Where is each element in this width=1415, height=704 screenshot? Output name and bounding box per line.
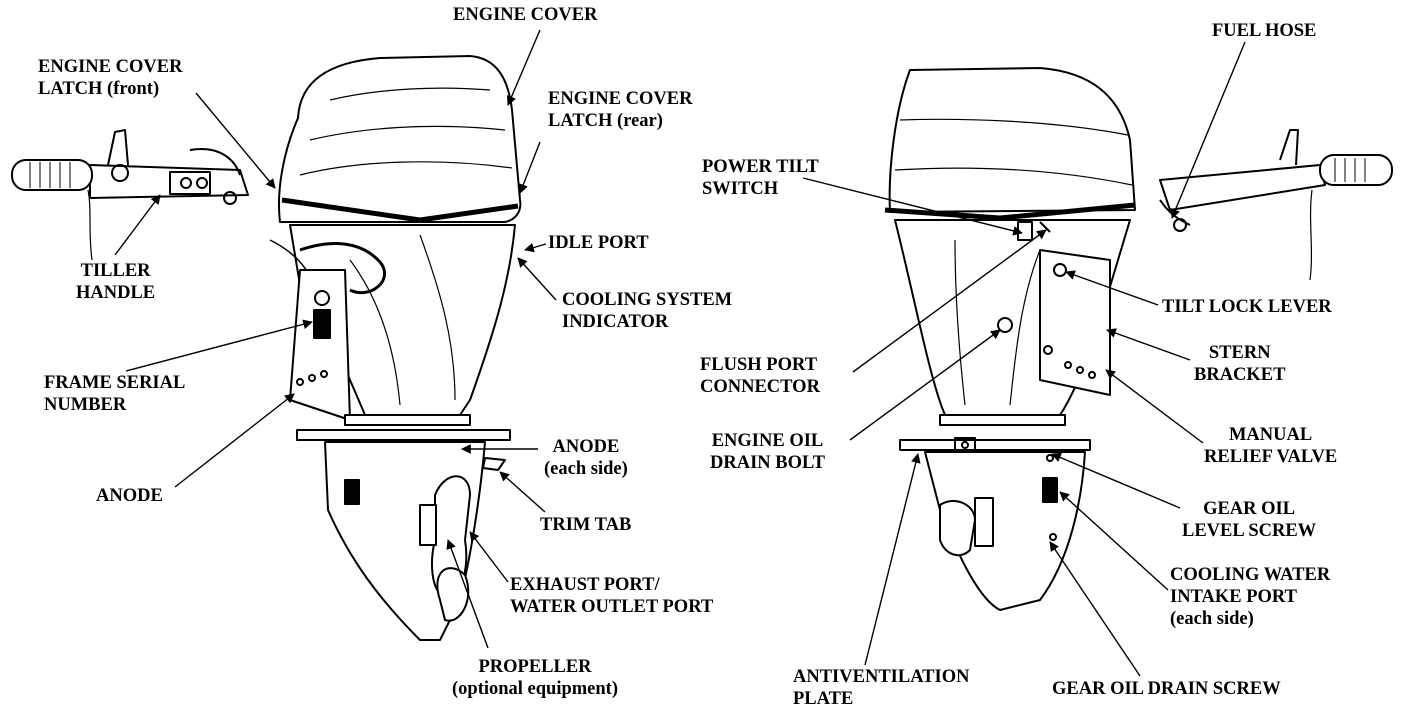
label-propeller: PROPELLER (optional equipment) — [452, 656, 618, 700]
label-fuel-hose: FUEL HOSE — [1212, 20, 1316, 42]
label-line: COOLING SYSTEM — [562, 290, 733, 310]
label-engine-cover: ENGINE COVER — [453, 4, 597, 26]
label-flush-port-connector: FLUSH PORT CONNECTOR — [700, 354, 820, 398]
leader-lines — [114, 29, 1246, 677]
label-line: ENGINE COVER — [38, 57, 183, 77]
label-anode-each-side: ANODE (each side) — [544, 436, 628, 480]
label-line: ENGINE OIL — [711, 431, 824, 451]
left-motor — [11, 55, 522, 641]
label-engine-oil-drain-bolt: ENGINE OIL DRAIN BOLT — [710, 430, 825, 474]
label-gear-oil-level-screw: GEAR OIL LEVEL SCREW — [1182, 498, 1316, 542]
label-line: TILLER — [80, 261, 151, 281]
label-trim-tab: TRIM TAB — [540, 514, 631, 536]
label-line: PLATE — [793, 689, 854, 704]
label-line: (each side) — [544, 459, 628, 479]
label-antiventilation-plate: ANTIVENTILATION PLATE — [793, 666, 969, 704]
label-stern-bracket: STERN BRACKET — [1194, 342, 1286, 386]
label-engine-cover-latch-rear: ENGINE COVER LATCH (rear) — [548, 88, 692, 132]
label-line: FRAME SERIAL — [44, 373, 186, 393]
label-tiller-handle: TILLER HANDLE — [76, 260, 155, 304]
label-line: INTAKE PORT — [1170, 587, 1297, 607]
label-anode: ANODE — [96, 485, 163, 507]
label-line: TILT LOCK LEVER — [1162, 297, 1332, 317]
tiller-grip-right — [1319, 154, 1393, 186]
label-gear-oil-drain-screw: GEAR OIL DRAIN SCREW — [1052, 678, 1281, 700]
label-line: LEVEL SCREW — [1182, 521, 1317, 541]
label-line: RELIEF VALVE — [1204, 447, 1338, 467]
label-line: GEAR OIL DRAIN SCREW — [1052, 679, 1281, 699]
label-line: ENGINE COVER — [548, 89, 693, 109]
label-line: POWER TILT — [702, 157, 819, 177]
label-cooling-water-intake-port: COOLING WATER INTAKE PORT (each side) — [1170, 564, 1330, 630]
label-line: GEAR OIL — [1203, 499, 1296, 519]
antiventilation-plate-left — [296, 429, 511, 441]
propeller-right — [939, 500, 976, 557]
tiller-handle-right — [1159, 164, 1326, 211]
label-line: ENGINE COVER — [453, 5, 598, 25]
label-line: DRAIN BOLT — [710, 453, 825, 473]
label-line: STERN — [1208, 343, 1271, 363]
antiventilation-plate-right — [899, 439, 1091, 451]
label-line: EXHAUST PORT/ — [510, 575, 660, 595]
label-line: WATER OUTLET PORT — [510, 597, 714, 617]
label-power-tilt-switch: POWER TILT SWITCH — [702, 156, 819, 200]
label-line: FLUSH PORT — [700, 355, 818, 375]
label-tilt-lock-lever: TILT LOCK LEVER — [1162, 296, 1332, 318]
label-line: CONNECTOR — [700, 377, 820, 397]
label-idle-port: IDLE PORT — [548, 232, 649, 254]
label-cooling-system-indicator: COOLING SYSTEM INDICATOR — [562, 289, 732, 333]
label-line: NUMBER — [44, 395, 127, 415]
label-line: COOLING WATER — [1170, 565, 1331, 585]
label-line: (optional equipment) — [452, 679, 619, 699]
label-engine-cover-latch-front: ENGINE COVER LATCH (front) — [38, 56, 182, 100]
label-line: ANTIVENTILATION — [793, 667, 970, 687]
stern-bracket-left — [289, 269, 351, 421]
label-line: INDICATOR — [562, 312, 669, 332]
label-frame-serial-number: FRAME SERIAL NUMBER — [44, 372, 185, 416]
stern-bracket-right — [1039, 249, 1111, 396]
label-line: SWITCH — [702, 179, 779, 199]
label-line: FUEL HOSE — [1212, 21, 1317, 41]
label-manual-relief-valve: MANUAL RELIEF VALVE — [1204, 424, 1337, 468]
label-line: ANODE — [552, 437, 620, 457]
label-exhaust-port: EXHAUST PORT/ WATER OUTLET PORT — [510, 574, 713, 618]
engine-cover-right — [888, 67, 1136, 213]
label-line: HANDLE — [76, 283, 156, 303]
tiller-grip-left — [11, 159, 93, 191]
label-line: LATCH (rear) — [548, 111, 663, 131]
label-line: PROPELLER — [478, 657, 592, 677]
label-line: ANODE — [96, 486, 163, 506]
label-line: IDLE PORT — [548, 233, 649, 253]
label-line: MANUAL — [1228, 425, 1313, 445]
label-line: (each side) — [1170, 609, 1254, 629]
label-line: TRIM TAB — [540, 515, 632, 535]
right-motor — [884, 67, 1393, 611]
label-line: BRACKET — [1194, 365, 1286, 385]
label-line: LATCH (front) — [38, 79, 160, 99]
